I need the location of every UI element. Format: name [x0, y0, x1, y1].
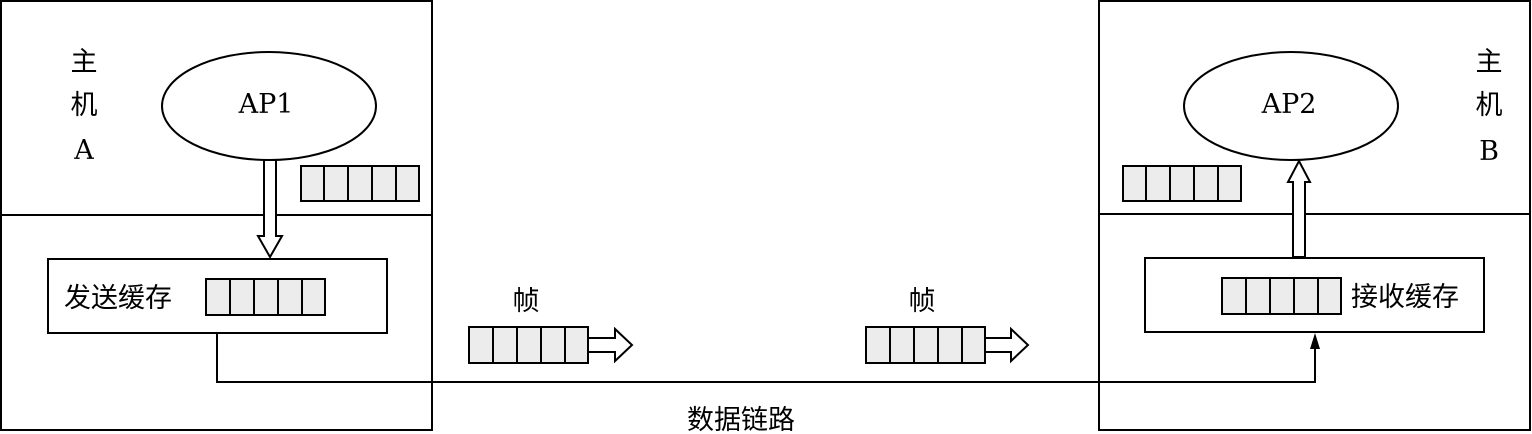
host-b-label-line-1: 主	[1476, 47, 1503, 78]
ap2-ellipse	[1183, 51, 1399, 161]
receive-buffer-label: 接收缓存	[1351, 282, 1459, 313]
frame-1: 帧	[468, 286, 634, 364]
data-link: 数据链路	[216, 333, 1320, 434]
buffer-cell	[371, 165, 397, 202]
receive-buffer-cells	[1221, 277, 1342, 315]
host-a-label-line-2: 机	[71, 90, 98, 121]
frame-cell	[889, 326, 915, 364]
buffer-cell	[1145, 165, 1171, 202]
frame-cell	[937, 326, 963, 364]
buffer-cell	[1122, 165, 1147, 202]
ap2-up-arrow	[1286, 158, 1312, 258]
buffer-cell	[253, 278, 279, 316]
host-a-label-line-1: 主	[71, 47, 98, 78]
host-b-label-line-3: B	[1479, 136, 1499, 167]
frame-cell	[516, 326, 542, 364]
frame-cell	[468, 326, 494, 364]
buffer-cell	[1217, 165, 1242, 202]
host-b-label-line-2: 机	[1476, 90, 1503, 121]
host-a-label-line-3: A	[73, 135, 94, 166]
buffer-cell	[1169, 165, 1195, 202]
buffer-cell	[277, 278, 303, 316]
host-a: 主 机 A AP1 发送缓存	[0, 0, 433, 431]
buffer-cell	[205, 278, 231, 316]
host-b-box	[1098, 0, 1531, 431]
buffer-cell	[1317, 277, 1342, 315]
buffer-cell	[229, 278, 255, 316]
host-b-app-buffer	[1122, 165, 1242, 202]
frame-cell	[564, 326, 589, 364]
frame-cell	[913, 326, 939, 364]
buffer-cell	[1293, 277, 1319, 315]
buffer-cell	[300, 165, 325, 202]
buffer-cell	[1193, 165, 1219, 202]
frame-2-arrow	[984, 326, 1030, 364]
frame-cell	[540, 326, 566, 364]
frame-2: 帧	[865, 286, 1030, 364]
buffer-cell	[395, 165, 420, 202]
frame-cell	[961, 326, 986, 364]
frame-cell	[865, 326, 891, 364]
buffer-cell	[1245, 277, 1271, 315]
buffer-cell	[301, 278, 326, 316]
data-link-label: 数据链路	[687, 405, 795, 434]
send-buffer-label: 发送缓存	[64, 283, 172, 314]
buffer-cell	[323, 165, 349, 202]
send-buffer-cells	[205, 278, 326, 316]
frame-1-arrow	[587, 326, 634, 364]
frame-2-label: 帧	[909, 286, 936, 317]
ap1-label: AP1	[238, 89, 294, 120]
ap2-label: AP2	[1261, 89, 1317, 120]
frame-1-label: 帧	[513, 286, 540, 317]
host-a-app-buffer	[300, 165, 420, 202]
buffer-cell	[1221, 277, 1247, 315]
ap1-down-arrow	[256, 159, 284, 260]
data-link-line	[216, 333, 1316, 383]
frame-cell	[492, 326, 518, 364]
data-link-arrowhead	[1310, 333, 1320, 349]
buffer-cell	[1269, 277, 1295, 315]
buffer-cell	[347, 165, 373, 202]
host-b: 主 机 B AP2 接收缓存	[1098, 0, 1531, 431]
